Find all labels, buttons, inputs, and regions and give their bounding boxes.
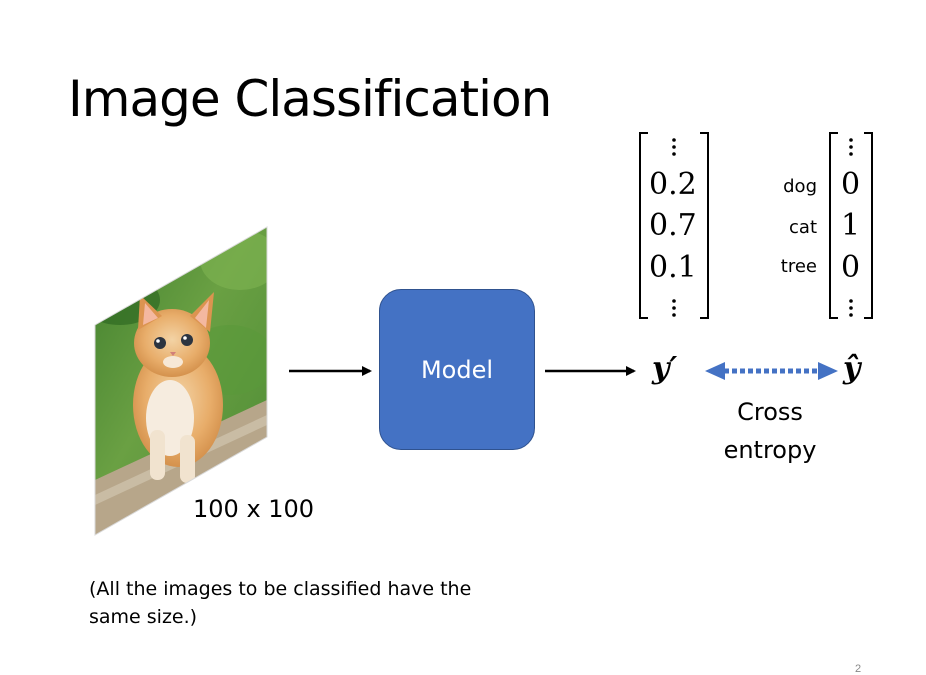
prediction-vector-brackets (639, 132, 709, 319)
target-vector-dots (849, 138, 853, 317)
target-value: 1 (841, 208, 861, 243)
loss-label-line1: Cross (737, 398, 803, 426)
prediction-value: 0.1 (649, 250, 697, 285)
page-number: 2 (855, 663, 862, 675)
prediction-symbol: y′ (652, 351, 678, 386)
target-value: 0 (841, 167, 861, 202)
target-vector-brackets (829, 132, 873, 319)
prediction-value: 0.2 (649, 167, 697, 202)
loss-label-line2: entropy (723, 436, 817, 464)
model-box: Model (379, 289, 535, 450)
class-label-cat: cat (789, 217, 817, 238)
target-value: 0 (841, 250, 861, 285)
kitten-photo-icon (95, 227, 267, 535)
slide-title: Image Classification (68, 70, 552, 128)
class-label-tree: tree (780, 256, 817, 277)
target-symbol: ŷ (843, 351, 861, 386)
prediction-value: 0.7 (649, 208, 697, 243)
class-label-dog: dog (783, 176, 817, 197)
footnote: (All the images to be classified have th… (89, 578, 472, 628)
image-size-label: 100 x 100 (193, 495, 315, 523)
cross-entropy-arrow (705, 362, 838, 380)
model-label: Model (420, 355, 494, 384)
loss-label: Cross entropy (700, 393, 840, 469)
prediction-vector-dots (672, 138, 676, 317)
